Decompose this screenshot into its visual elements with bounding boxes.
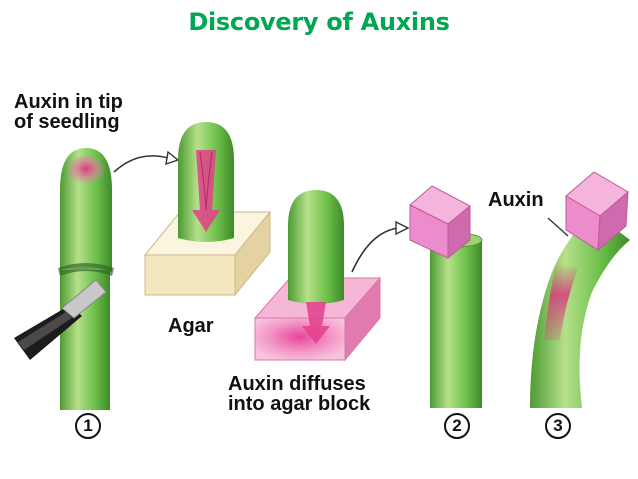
step-marker-1: 1 [75,413,101,439]
auxin-pointer [548,218,568,236]
label-agar: Agar [168,316,214,336]
curved-arrow-icon [352,222,408,272]
label-auxin: Auxin [488,190,544,210]
cut-tip [178,122,234,242]
curved-arrow-icon [114,152,178,172]
seedling-2 [410,186,482,408]
label-line: Auxin in tip [14,92,123,112]
step-marker-3: 3 [545,413,571,439]
label-line: into agar block [228,394,370,414]
seedling-1 [58,148,114,410]
label-auxin-tip: Auxin in tip of seedling [14,92,123,133]
label-line: Auxin diffuses [228,374,370,394]
step-marker-2: 2 [444,413,470,439]
seedling-3 [530,172,630,408]
auxin-block-2 [410,186,470,258]
auxin-tip-spot [66,156,106,188]
label-auxin-diffuses: Auxin diffuses into agar block [228,374,370,415]
label-line: of seedling [14,112,123,132]
